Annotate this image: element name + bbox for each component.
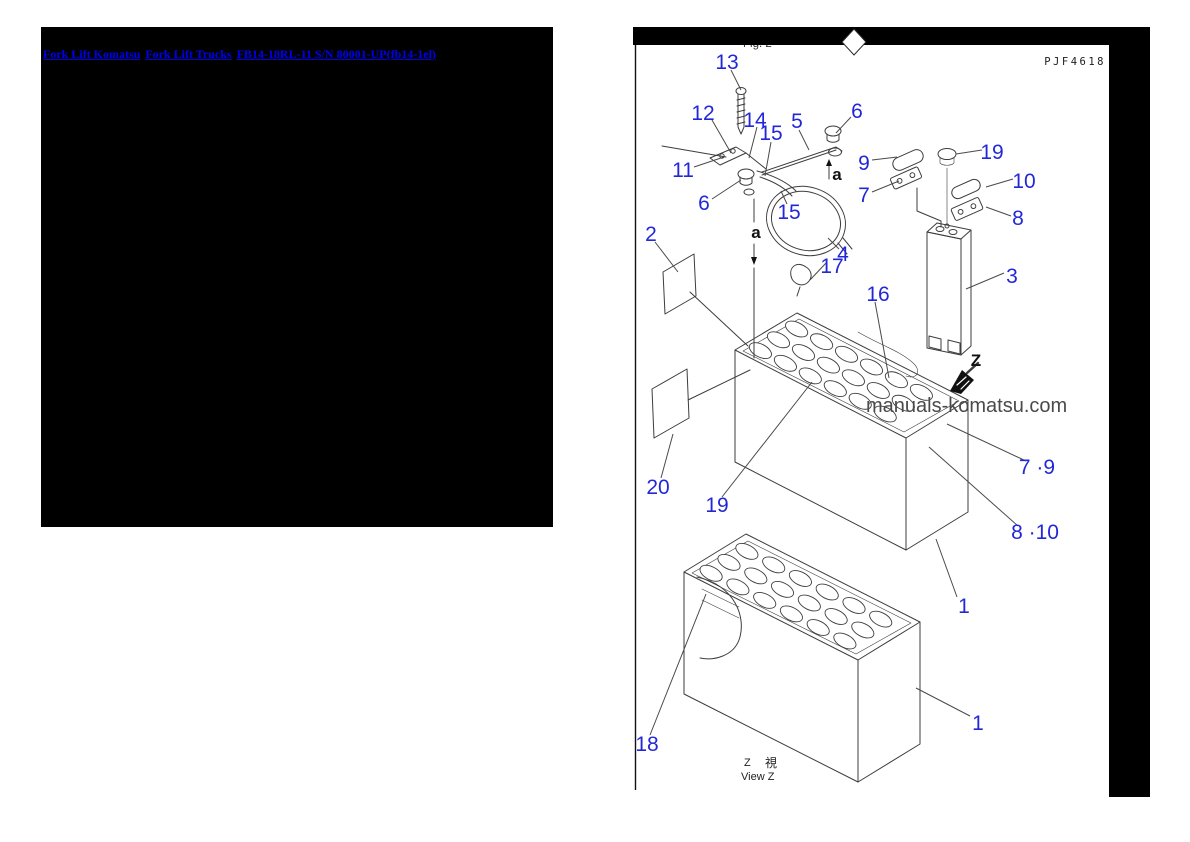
leader-line-12	[985, 178, 1014, 188]
plate-part-10	[951, 178, 981, 200]
callout-11: 11	[672, 159, 694, 182]
leader-line-4	[798, 129, 810, 151]
callout-20: 20	[646, 476, 669, 499]
leader-line-23	[935, 538, 958, 598]
marker-a: a	[751, 223, 761, 242]
leader-line-5	[835, 116, 852, 134]
diamond-marker-icon	[841, 28, 867, 56]
callout-9: 9	[858, 152, 870, 175]
leader-line-18	[965, 272, 1005, 290]
top-black-band	[633, 27, 1150, 45]
callout-1: 1	[972, 712, 984, 735]
leader-line-6	[693, 156, 725, 168]
callout-17: 17	[820, 255, 843, 278]
callout-10: 10	[1012, 170, 1035, 193]
link-fork-lift-trucks[interactable]: Fork Lift Trucks	[145, 47, 232, 61]
left-black-panel: Fork Lift Komatsu Fork Lift Trucks FB14-18…	[41, 27, 553, 527]
leader-lines	[649, 69, 1027, 736]
leader-line-13	[985, 206, 1012, 217]
z-view-arrow-icon	[950, 361, 980, 394]
callout-810: 8 ·10	[1011, 521, 1059, 544]
rod-part	[761, 146, 843, 176]
leader-line-14	[654, 241, 679, 273]
hook-part-17	[790, 263, 812, 297]
callout-12: 12	[691, 102, 714, 125]
callout-2: 2	[645, 223, 657, 246]
leader-line-19	[946, 423, 1027, 462]
a-marker-arrows	[751, 159, 832, 359]
leader-line-3	[764, 141, 772, 177]
marker-Z: Z	[971, 351, 981, 370]
callout-16: 16	[866, 283, 889, 306]
bracket-wire	[916, 187, 942, 228]
single-cell-part	[926, 222, 972, 356]
leader-line-15	[827, 237, 840, 250]
callout-3: 3	[1006, 265, 1018, 288]
callout-1: 1	[958, 595, 970, 618]
right-black-strip	[1109, 27, 1150, 797]
tube-loop-part	[756, 170, 853, 257]
caption-view-z: View Z	[741, 771, 775, 783]
view-caption: Z 視 View Z	[741, 755, 777, 783]
leader-line-11	[871, 180, 900, 193]
callout-19: 19	[705, 494, 728, 517]
link-model-serial[interactable]: FB14-18RL-11 S/N 80001-UP(fb14-1el)	[236, 47, 436, 61]
callout-4: 4	[837, 243, 849, 266]
leader-line-9	[871, 156, 898, 161]
bracket-part-7	[889, 166, 923, 190]
caption-z: Z	[744, 757, 751, 769]
upper-battery-box	[734, 312, 969, 551]
marker-a: a	[832, 165, 842, 184]
callout-8: 8	[1012, 207, 1024, 230]
leader-line-22	[928, 446, 1019, 527]
name-plate-part-20	[651, 368, 751, 439]
callout-6: 6	[851, 100, 863, 123]
callout-19: 19	[980, 141, 1003, 164]
terminal-bracket-part	[661, 145, 767, 170]
callout-79: 7 ·9	[1019, 456, 1055, 479]
leader-line-7	[711, 179, 742, 200]
callout-15: 15	[777, 201, 800, 224]
callout-18: 18	[635, 733, 658, 756]
plate-part-9	[892, 149, 924, 171]
leader-line-8	[780, 190, 788, 205]
breadcrumb: Fork Lift Komatsu Fork Lift Trucks FB14-18…	[43, 45, 553, 63]
leader-line-1	[711, 119, 732, 154]
screw-part	[735, 87, 747, 135]
callout-13: 13	[715, 51, 738, 74]
callout-15: 15	[759, 122, 782, 145]
lower-box-caps	[699, 542, 893, 650]
leader-line-10	[955, 149, 983, 155]
cap-part-19	[937, 148, 957, 225]
upper-box-caps	[748, 320, 933, 423]
doc-code: PJF4618	[1044, 56, 1106, 68]
parts-diagram-page: Fig. 2 PJF4618	[633, 27, 1150, 797]
callout-5: 5	[791, 110, 803, 133]
leader-line-17	[874, 301, 890, 379]
vent-cap-part	[737, 125, 842, 196]
leader-line-16	[809, 262, 827, 281]
leader-line-0	[730, 69, 742, 91]
name-plate-part-2	[662, 253, 749, 347]
leader-line-20	[660, 433, 674, 479]
callout-14: 14	[743, 109, 767, 132]
leader-line-21	[721, 381, 813, 498]
line-art	[651, 87, 984, 783]
callout-6: 6	[698, 192, 710, 215]
leader-line-25	[915, 687, 971, 717]
callout-7: 7	[858, 184, 870, 207]
caption-z-jp: 視	[765, 755, 777, 770]
leader-line-2	[748, 126, 758, 159]
lower-battery-box	[683, 533, 921, 783]
bracket-part-8	[950, 197, 984, 221]
link-fork-lift-komatsu[interactable]: Fork Lift Komatsu	[43, 47, 141, 61]
parts-diagram-svg: Fig. 2 PJF4618	[633, 27, 1150, 797]
watermark: manuals-komatsu.com	[866, 395, 1067, 417]
leader-line-24	[649, 593, 707, 736]
